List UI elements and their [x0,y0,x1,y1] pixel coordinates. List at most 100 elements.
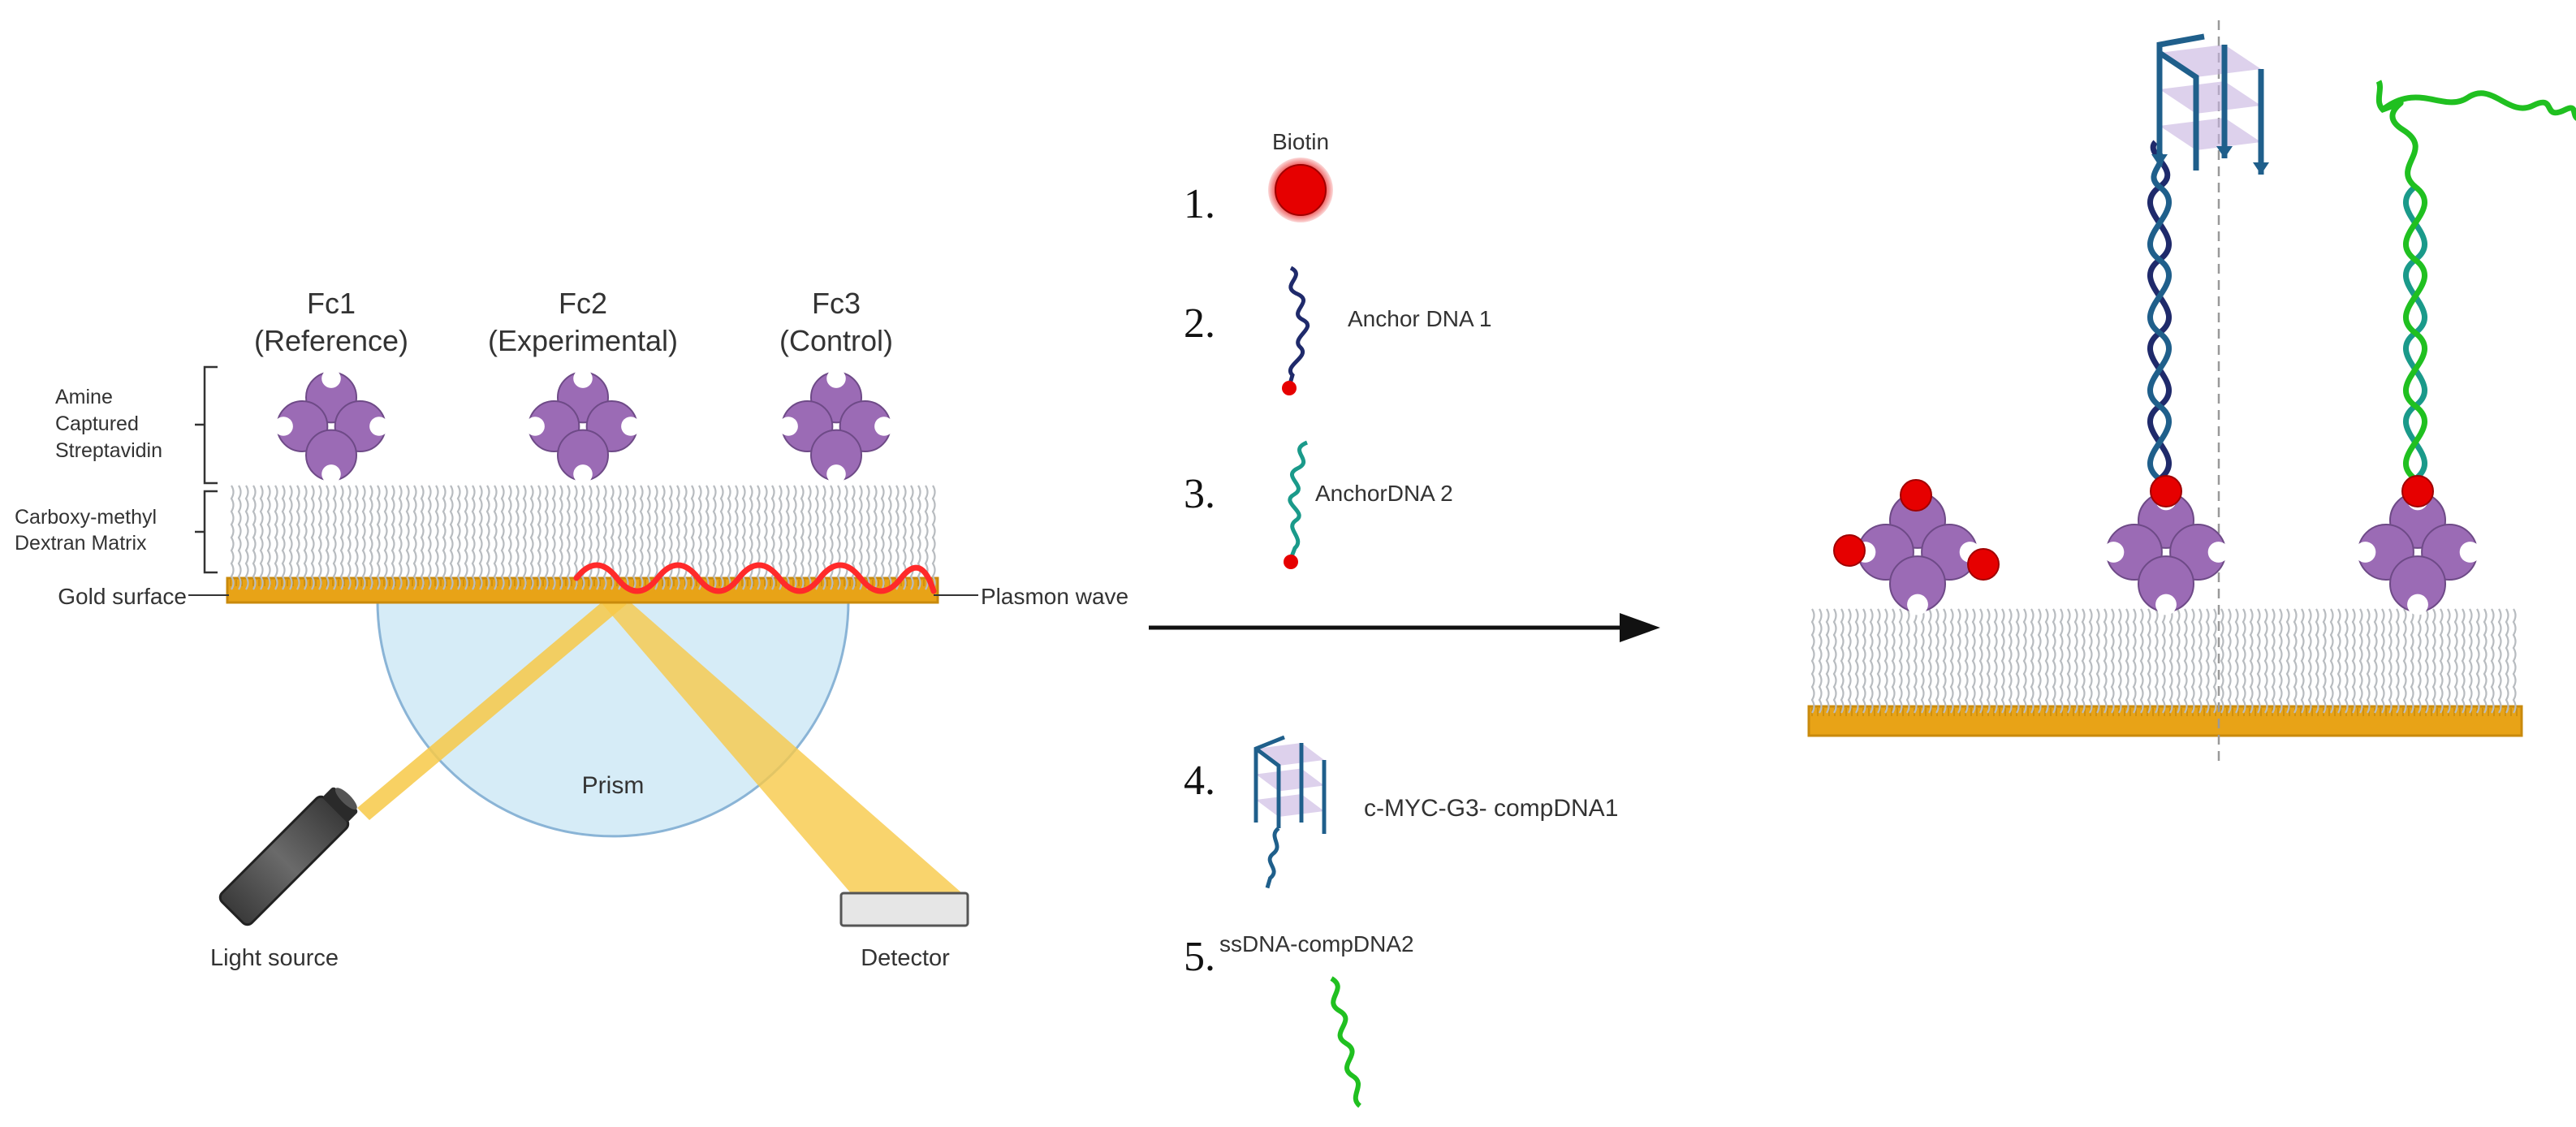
matrix-strand [369,485,373,590]
matrix-strand [2132,608,2137,714]
matrix-strand [274,485,278,590]
matrix-strand [1898,608,1903,714]
matrix-strand [456,485,461,590]
matrix-strand [646,485,651,590]
matrix-strand [2154,608,2159,714]
anchor-dna-1-biotin [1282,381,1297,395]
matrix-strand [785,485,790,590]
matrix-strand [2285,608,2290,714]
plasmon-wave-label: Plasmon wave [981,584,1128,609]
matrix-strand [2037,608,2042,714]
matrix-strand [2227,608,2232,714]
anchor-dna-2-biotin [1284,555,1298,569]
matrix-strand [654,485,658,590]
matrix-strand [2410,608,2414,714]
matrix-strand [2081,608,2086,714]
dextran-matrix-right [1810,608,2517,714]
matrix-strand [2439,608,2444,714]
g-quadruplex-bound [2151,33,2269,175]
matrix-strand [2453,608,2458,714]
biotin-pocket [2207,542,2229,563]
biotin-pocket [621,417,641,436]
step-list: 1. Biotin 2. Anchor DNA 1 3. AnchorDNA 2… [1184,129,1618,1108]
matrix-strand [325,485,330,590]
matrix-strand [398,485,403,590]
matrix-strand [617,485,622,590]
matrix-strand [303,485,308,590]
matrix-strand [1891,608,1896,714]
matrix-strand [756,485,761,590]
matrix-strand [347,485,352,590]
biotin-core [1275,164,1327,216]
matrix-strand [2147,608,2151,714]
step-4-number: 4. [1184,758,1215,804]
matrix-strand [2022,608,2027,714]
matrix-strand [2329,608,2334,714]
streptavidin-fc3 [779,369,894,484]
matrix-strand [727,485,731,590]
matrix-strand [500,485,505,590]
dextran-matrix [230,485,936,590]
matrix-strand [449,485,454,590]
matrix-strand [2234,608,2239,714]
streptavidin-fc2 [525,369,641,484]
streptavidin-label-line2: Captured [55,412,139,435]
matrix-label-line1: Carboxy-methyl [15,506,157,529]
matrix-strand [1964,608,1969,714]
matrix-strand [434,485,439,590]
biotin-pocket [2155,594,2177,615]
matrix-strand [2475,608,2480,714]
matrix-strand [1862,608,1866,714]
matrix-strand [2183,608,2188,714]
streptavidin-experimental [2103,489,2229,615]
incident-beam [357,598,627,820]
matrix-strand [281,485,286,590]
matrix-strand [712,485,717,590]
biotin-pocket [2103,542,2125,563]
matrix-strand [1957,608,1961,714]
step-5-number: 5. [1184,934,1215,980]
matrix-strand [244,485,249,590]
matrix-strand [2059,608,2064,714]
matrix-strand [1818,608,1823,714]
matrix-strand [2300,608,2305,714]
matrix-strand [2242,608,2246,714]
detector-label: Detector [861,945,950,971]
matrix-strand [310,485,315,590]
matrix-strand [2373,608,2378,714]
functionalized-surface-panel [1807,20,2576,763]
matrix-strand [420,485,425,590]
light-source-label: Light source [210,945,339,971]
matrix-strand [2066,608,2071,714]
step-1-label: Biotin [1272,129,1329,154]
matrix-strand [683,485,688,590]
matrix-strand [595,485,600,590]
matrix-strand [288,485,293,590]
matrix-strand [734,485,739,590]
matrix-strand [471,485,476,590]
step-1-number: 1. [1184,181,1215,227]
matrix-strand [1949,608,1954,714]
matrix-strand [2322,608,2327,714]
anchor-dna-1-duplex [2147,140,2172,481]
matrix-strand [807,485,812,590]
matrix-strand [354,485,359,590]
matrix-strand [2168,608,2173,714]
step-2-number: 2. [1184,300,1215,347]
matrix-strand [2000,608,2005,714]
matrix-strand [639,485,644,590]
streptavidin-control [2354,489,2481,615]
matrix-strand [544,485,549,590]
matrix-strand [814,485,819,590]
detector [839,892,969,927]
biotin-pocket [2459,542,2481,563]
matrix-strand [485,485,490,590]
matrix-strand [1935,608,1940,714]
matrix-strand [2512,608,2517,714]
matrix-strand [2351,608,2356,714]
matrix-strand [668,485,673,590]
anchor-dna-2-icon [1288,440,1309,559]
matrix-strand [829,485,834,590]
matrix-strand [2139,608,2144,714]
fc2-name: Fc2 [559,287,607,320]
